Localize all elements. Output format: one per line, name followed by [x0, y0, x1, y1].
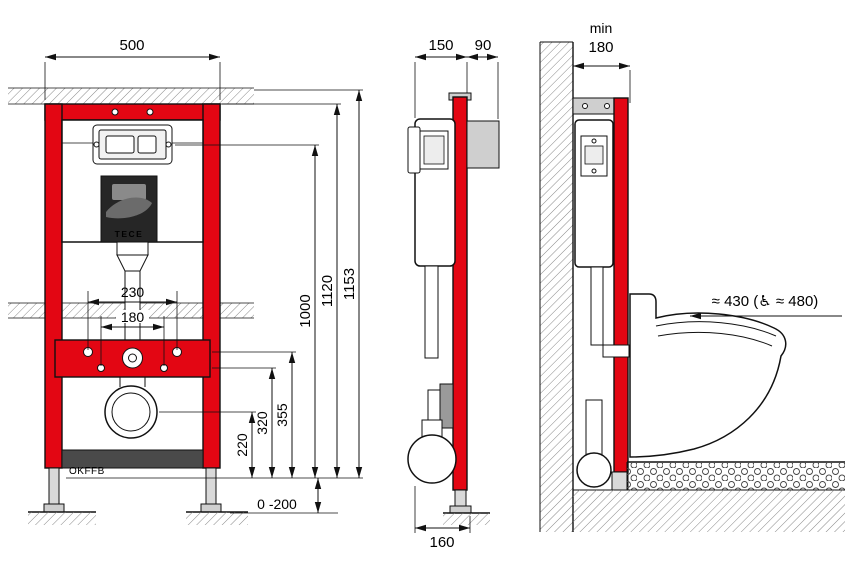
floor-level-label: OKFFB [69, 466, 105, 477]
cistern-installed [574, 119, 614, 268]
floor-reference: OKFFB [66, 466, 363, 514]
bolt-icon [582, 103, 588, 109]
installed-dimension-top: min 180 [573, 20, 631, 103]
dim-bracket-upper-label: 355 [274, 403, 290, 427]
frame-bottom-rail [61, 449, 204, 469]
wall-section [539, 41, 574, 532]
dim-width-label: 500 [119, 37, 144, 54]
floor-slab [573, 490, 845, 532]
dim-outlet-label: 160 [429, 534, 454, 551]
brand-photo: TECE [100, 175, 158, 243]
cistern-side [407, 118, 456, 267]
bolt-icon [604, 103, 610, 109]
seat-lid-line [655, 321, 777, 337]
brand-label: TECE [115, 229, 144, 239]
floor-section-front [28, 511, 248, 525]
side-dimension-bottom: 160 [414, 486, 471, 551]
toilet-bowl [629, 293, 787, 458]
drain-bend-circle [407, 434, 457, 484]
drain-circle [104, 385, 158, 439]
foot-installed [611, 471, 629, 491]
flush-pipe-side [424, 265, 439, 359]
floor-screed-layer [627, 463, 845, 490]
foot-side [443, 489, 490, 525]
pipes-installed [576, 266, 630, 488]
screw-icon [165, 141, 172, 148]
foot-right [205, 467, 217, 509]
wall-bracket-side [466, 120, 500, 169]
dim-height-flush-label: 1000 [297, 294, 314, 327]
dim-height-frame-label: 1120 [319, 275, 336, 307]
dim-height-total-label: 1153 [341, 268, 358, 300]
flush-bend [602, 344, 630, 358]
flush-button-large [105, 135, 135, 154]
dim-seat-height-label: ≈ 430 (♿ ≈ 480) [712, 293, 819, 310]
drain-bend-installed [576, 452, 612, 488]
mounting-bracket [54, 339, 211, 378]
flush-pipe-installed [590, 266, 604, 346]
flush-plate-side [407, 126, 421, 174]
dim-bolt-inner-label: 180 [121, 309, 145, 325]
bowl-outline [629, 293, 787, 458]
dim-drain-center-label: 220 [234, 433, 250, 457]
drain-bend-side [407, 419, 457, 484]
dim-foot-range-label: 0 -200 [257, 496, 297, 512]
foot-left [48, 467, 60, 509]
frame-rail-installed [613, 97, 629, 473]
dim-min-label: min [590, 20, 613, 36]
dim-bracket-lower-label: 320 [254, 411, 270, 435]
top-fixing-bracket [572, 97, 618, 115]
flush-button-small [137, 135, 157, 154]
seat-line [657, 331, 773, 347]
installed-view: min 180 [539, 20, 845, 532]
dim-bolt-outer-label: 230 [121, 284, 145, 300]
drain-outlet-front [104, 377, 158, 439]
side-view: 150 90 [407, 37, 500, 551]
seat-height-dimension: ≈ 430 (♿ ≈ 480) [690, 293, 842, 320]
front-dimensions: 500 230 180 220 320 355 [44, 37, 363, 513]
frame-left-rail [44, 103, 63, 469]
side-dimensions-top: 150 90 [414, 37, 499, 119]
frame-top-rail [44, 103, 221, 121]
screw-icon [93, 141, 100, 148]
floor-section-installed [573, 461, 845, 532]
dim-wall-clearance-label: 180 [588, 39, 613, 56]
drain-pipe-installed [585, 399, 603, 456]
dim-depth-cistern-label: 150 [428, 37, 453, 54]
dim-depth-bracket-label: 90 [475, 37, 492, 54]
front-view: TECE [8, 37, 363, 525]
frame-right-rail [202, 103, 221, 469]
